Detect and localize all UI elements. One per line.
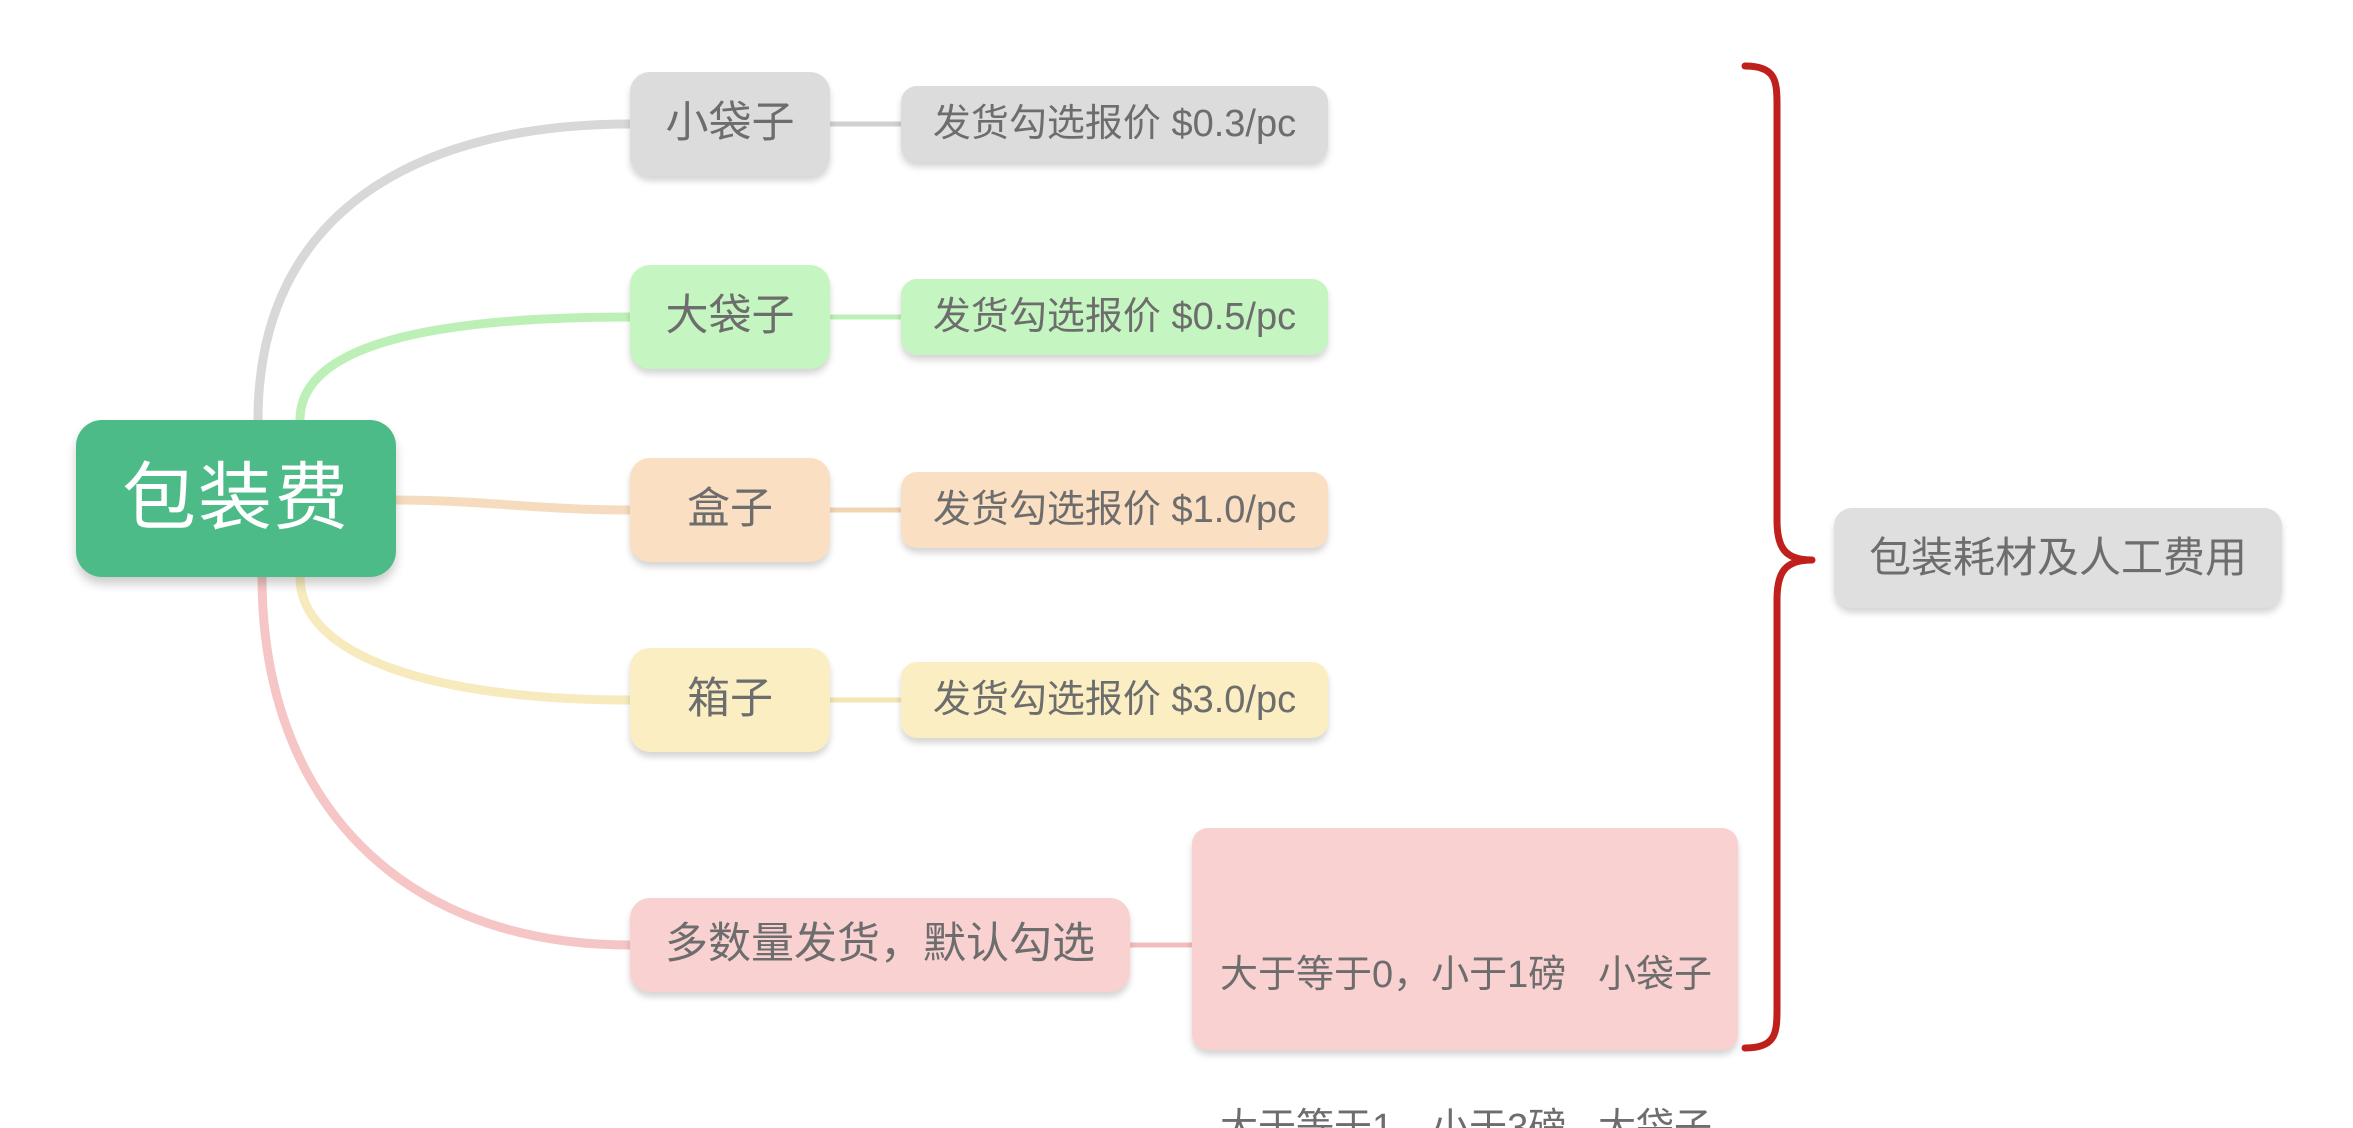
topic-label: 大袋子: [665, 292, 795, 341]
detail-node-carton-price[interactable]: 发货勾选报价 $3.0/pc: [901, 662, 1328, 738]
topic-label: 小袋子: [665, 99, 795, 148]
topic-node-multi-quantity[interactable]: 多数量发货，默认勾选: [630, 898, 1130, 992]
topic-node-small-bag[interactable]: 小袋子: [630, 72, 830, 176]
connector-branch-5: [257, 572, 635, 950]
detail-label: 发货勾选报价 $0.5/pc: [932, 295, 1297, 338]
detail-node-small-bag-price[interactable]: 发货勾选报价 $0.3/pc: [901, 86, 1328, 162]
detail-node-weight-rules[interactable]: 大于等于0，小于1磅 小袋子 大于等于1，小于3磅 大袋子 大于等于3，小于10…: [1192, 828, 1738, 1128]
topic-node-box[interactable]: 盒子: [630, 458, 830, 562]
detail-label: 发货勾选报价 $1.0/pc: [932, 488, 1297, 531]
connector-branch-1: [253, 119, 635, 425]
detail-label: 发货勾选报价 $0.3/pc: [932, 102, 1297, 145]
summary-brace: [1741, 62, 1816, 1052]
connector-branch-3: [391, 495, 635, 515]
detail-node-large-bag-price[interactable]: 发货勾选报价 $0.5/pc: [901, 279, 1328, 355]
summary-label: 包装耗材及人工费用: [1868, 534, 2247, 582]
topic-label: 箱子: [687, 675, 773, 724]
connector-branch-4: [295, 572, 635, 705]
rule-row: 大于等于1，小于3磅 大袋子: [1220, 1106, 1712, 1128]
detail-node-box-price[interactable]: 发货勾选报价 $1.0/pc: [901, 472, 1328, 548]
topic-label: 盒子: [687, 485, 773, 534]
topic-node-large-bag[interactable]: 大袋子: [630, 265, 830, 369]
topic-label: 多数量发货，默认勾选: [665, 920, 1095, 969]
root-node-label: 包装费: [122, 456, 350, 540]
connector-branch-2: [295, 312, 635, 425]
rule-row: 大于等于0，小于1磅 小袋子: [1220, 953, 1712, 996]
root-node[interactable]: 包装费: [76, 420, 396, 577]
detail-label: 发货勾选报价 $3.0/pc: [932, 678, 1297, 721]
summary-node[interactable]: 包装耗材及人工费用: [1834, 508, 2282, 608]
topic-node-carton[interactable]: 箱子: [630, 648, 830, 752]
